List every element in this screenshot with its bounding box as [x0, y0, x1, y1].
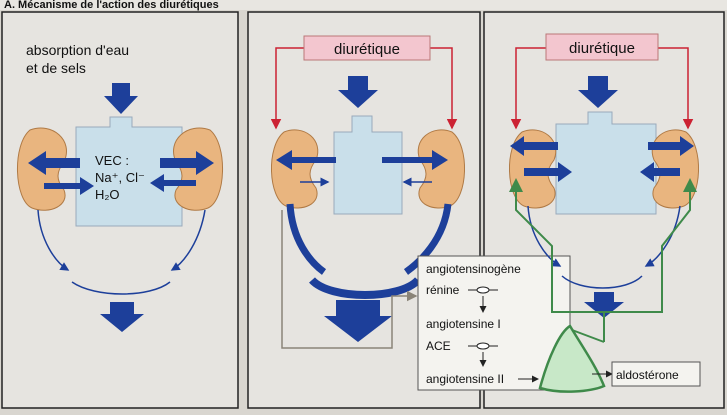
absorption-label-line2: et de sels [26, 60, 86, 76]
absorption-label-line1: absorption d'eau [26, 42, 129, 58]
aldosterone-label: aldostérone [616, 368, 679, 382]
left-kidney-icon-panel2 [271, 130, 317, 208]
vec-label-line1: VEC : [95, 153, 129, 168]
raas-step-angiotensine-2: angiotensine II [426, 372, 504, 386]
raas-step-angiotensinogene: angiotensinogène [426, 262, 521, 276]
vec-label-line2: Na⁺, Cl⁻ [95, 170, 145, 185]
ace-enzyme-icon [477, 343, 489, 349]
diuretic-label-panel2: diurétique [334, 41, 400, 58]
vec-compartment-panel3 [556, 112, 656, 214]
raas-step-angiotensine-1: angiotensine I [426, 317, 501, 331]
diuretic-label-panel3: diurétique [569, 40, 635, 57]
renine-enzyme-icon [477, 287, 489, 293]
vec-label-line3: H₂O [95, 187, 120, 202]
raas-step-ace: ACE [426, 339, 451, 353]
raas-step-renine: rénine [426, 283, 460, 297]
header-title: A. Mécanisme de l'action des diurétiques [4, 0, 219, 11]
right-kidney-icon-panel2 [418, 130, 464, 208]
